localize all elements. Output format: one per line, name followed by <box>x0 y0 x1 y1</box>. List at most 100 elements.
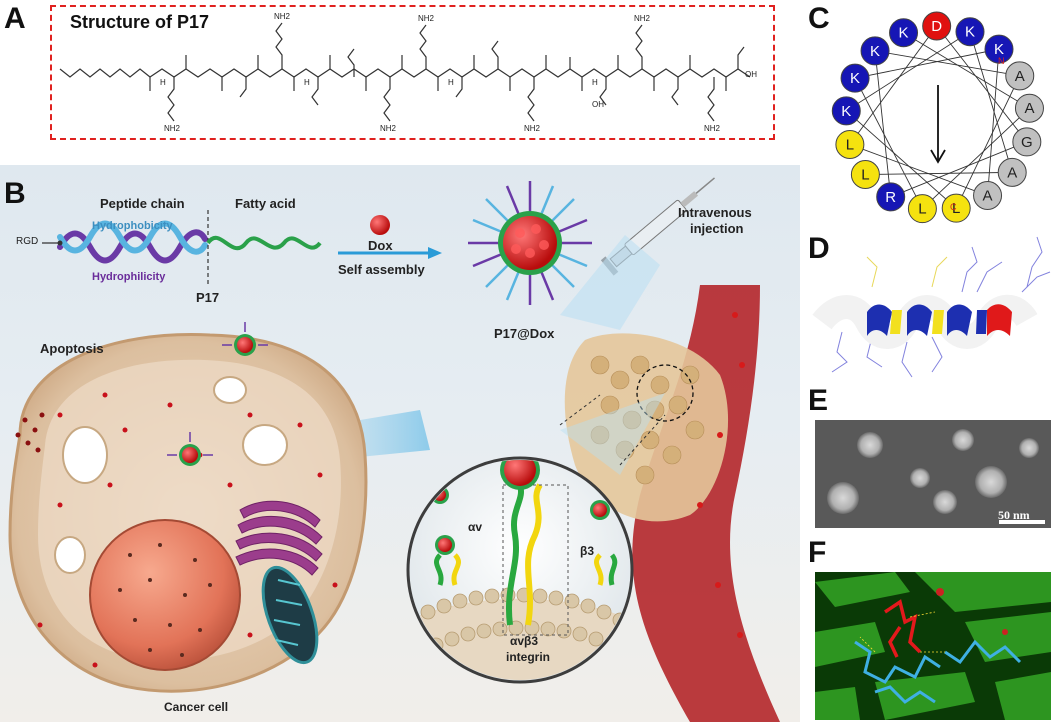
panel-a-title: Structure of P17 <box>70 12 210 32</box>
wheel-residue: A <box>997 157 1027 187</box>
wheel-residue: L <box>941 193 971 223</box>
panel-d-letter: D <box>808 232 830 265</box>
rgd-label: RGD <box>16 236 39 247</box>
alpha-v-label: αv <box>468 520 483 534</box>
docking-model <box>815 572 1051 720</box>
panel-b-letter: B <box>4 177 26 210</box>
wheel-residue-circle <box>941 193 971 223</box>
panel-b-illustration <box>8 177 780 722</box>
wheel-residue-circle <box>889 18 919 48</box>
wheel-residue-label: L <box>952 200 960 217</box>
wheel-connection <box>865 171 1013 175</box>
nh-label-4: H <box>592 78 598 87</box>
wheel-residue-label: K <box>870 43 880 60</box>
wheel-residue-circle <box>860 36 890 66</box>
wheel-residue: K <box>955 17 985 47</box>
integrin-label: integrin <box>506 650 550 664</box>
wheel-residue-label: K <box>965 24 975 41</box>
wheel-residue: L <box>835 129 865 159</box>
wheel-residue-circle <box>1014 93 1044 123</box>
wheel-residue-circle <box>1005 61 1035 91</box>
wheel-residue-circle <box>907 194 937 224</box>
wheel-residue: R <box>876 182 906 212</box>
wheel-residue-circle <box>835 129 865 159</box>
wheel-residue-label: L <box>846 136 854 153</box>
avb3-label: αvβ3 <box>510 634 539 648</box>
wheel-residue-label: R <box>885 189 896 206</box>
wheel-residue: K <box>840 63 870 93</box>
wheel-residue-label: A <box>983 188 993 205</box>
wheel-residue-label: A <box>1015 68 1025 85</box>
apoptosis-label: Apoptosis <box>40 341 104 356</box>
nh2-label-4: NH2 <box>418 14 435 23</box>
wheel-residue: K <box>984 34 1014 64</box>
wheel-residue-label: K <box>841 103 851 120</box>
scale-bar-label: 50 nm <box>998 508 1030 522</box>
self-assembly-label: Self assembly <box>338 262 425 277</box>
panel-c-letter: C <box>808 2 830 35</box>
wheel-residue-circle <box>955 17 985 47</box>
p17-label: P17 <box>196 290 220 305</box>
wheel-residue-label: D <box>931 18 942 35</box>
dox-label: Dox <box>368 238 393 253</box>
cancer-cell-label: Cancer cell <box>164 700 229 714</box>
wheel-residue-circle <box>840 63 870 93</box>
wheel-residue-label: L <box>861 166 869 183</box>
panel-a-letter: A <box>4 2 26 35</box>
nh2-label-3: NH2 <box>380 124 397 133</box>
wheel-connection <box>849 144 988 196</box>
c-terminus-label: C <box>950 202 957 212</box>
hydrophilicity-label: Hydrophilicity <box>92 271 166 283</box>
nh2-label-5: NH2 <box>524 124 541 133</box>
fatty-acid-label: Fatty acid <box>235 196 296 211</box>
wheel-residue-circle <box>984 34 1014 64</box>
p17dox-label: P17@Dox <box>494 326 555 341</box>
wheel-residue: L <box>850 159 880 189</box>
nh-label-1: H <box>160 78 166 87</box>
intravenous-label: Intravenous <box>678 205 752 220</box>
wheel-residue: K <box>889 18 919 48</box>
beta-3-label: β3 <box>580 544 594 558</box>
nh-label-3: H <box>448 78 454 87</box>
wheel-connection <box>890 141 1028 198</box>
wheel-connection <box>854 77 923 209</box>
wheel-residue-circle <box>922 11 952 41</box>
wheel-residue-label: A <box>1024 100 1034 117</box>
wheel-connection <box>936 25 1028 143</box>
wheel-residue-label: L <box>918 201 926 218</box>
wheel-connection <box>922 107 1030 209</box>
wheel-residue: G <box>1012 127 1042 157</box>
wheel-residue-label: K <box>850 70 860 87</box>
nh-label-2: H <box>304 78 310 87</box>
tem-micrograph <box>815 420 1051 528</box>
nh2-label-7: NH2 <box>704 124 721 133</box>
wheel-residue-label: K <box>994 41 1004 58</box>
injection-label: injection <box>690 221 744 236</box>
helix-ribbon-model <box>812 236 1051 378</box>
wheel-residue: A <box>973 181 1003 211</box>
wheel-residue-circle <box>997 157 1027 187</box>
wheel-connection <box>845 110 957 209</box>
wheel-connection <box>969 31 1013 173</box>
wheel-residue-label: G <box>1021 134 1033 151</box>
n-terminus-label: N <box>998 56 1005 66</box>
wheel-connection <box>846 31 971 112</box>
wheel-residue-label: A <box>1007 164 1017 181</box>
panel-e-letter: E <box>808 384 829 417</box>
wheel-residue: D <box>922 11 952 41</box>
wheel-connection <box>874 50 1020 77</box>
wheel-residue-circle <box>876 182 906 212</box>
wheel-residue-circle <box>1012 127 1042 157</box>
wheel-connection <box>903 32 1030 109</box>
oh-label-asp: OH <box>592 100 604 109</box>
wheel-residue-circle <box>831 96 861 126</box>
wheel-residue-circle <box>850 159 880 189</box>
wheel-connection <box>849 25 938 145</box>
wheel-connection <box>874 50 892 197</box>
hydrophobicity-label: Hydrophobicity <box>92 220 173 232</box>
wheel-residue: A <box>1005 61 1035 91</box>
peptide-structure-drawing: NH2 NH2 NH2 NH2 NH2 NH2 NH2 OH OH H H H … <box>59 12 757 133</box>
nh2-label-6: NH2 <box>634 14 651 23</box>
wheel-connection <box>987 49 1000 196</box>
